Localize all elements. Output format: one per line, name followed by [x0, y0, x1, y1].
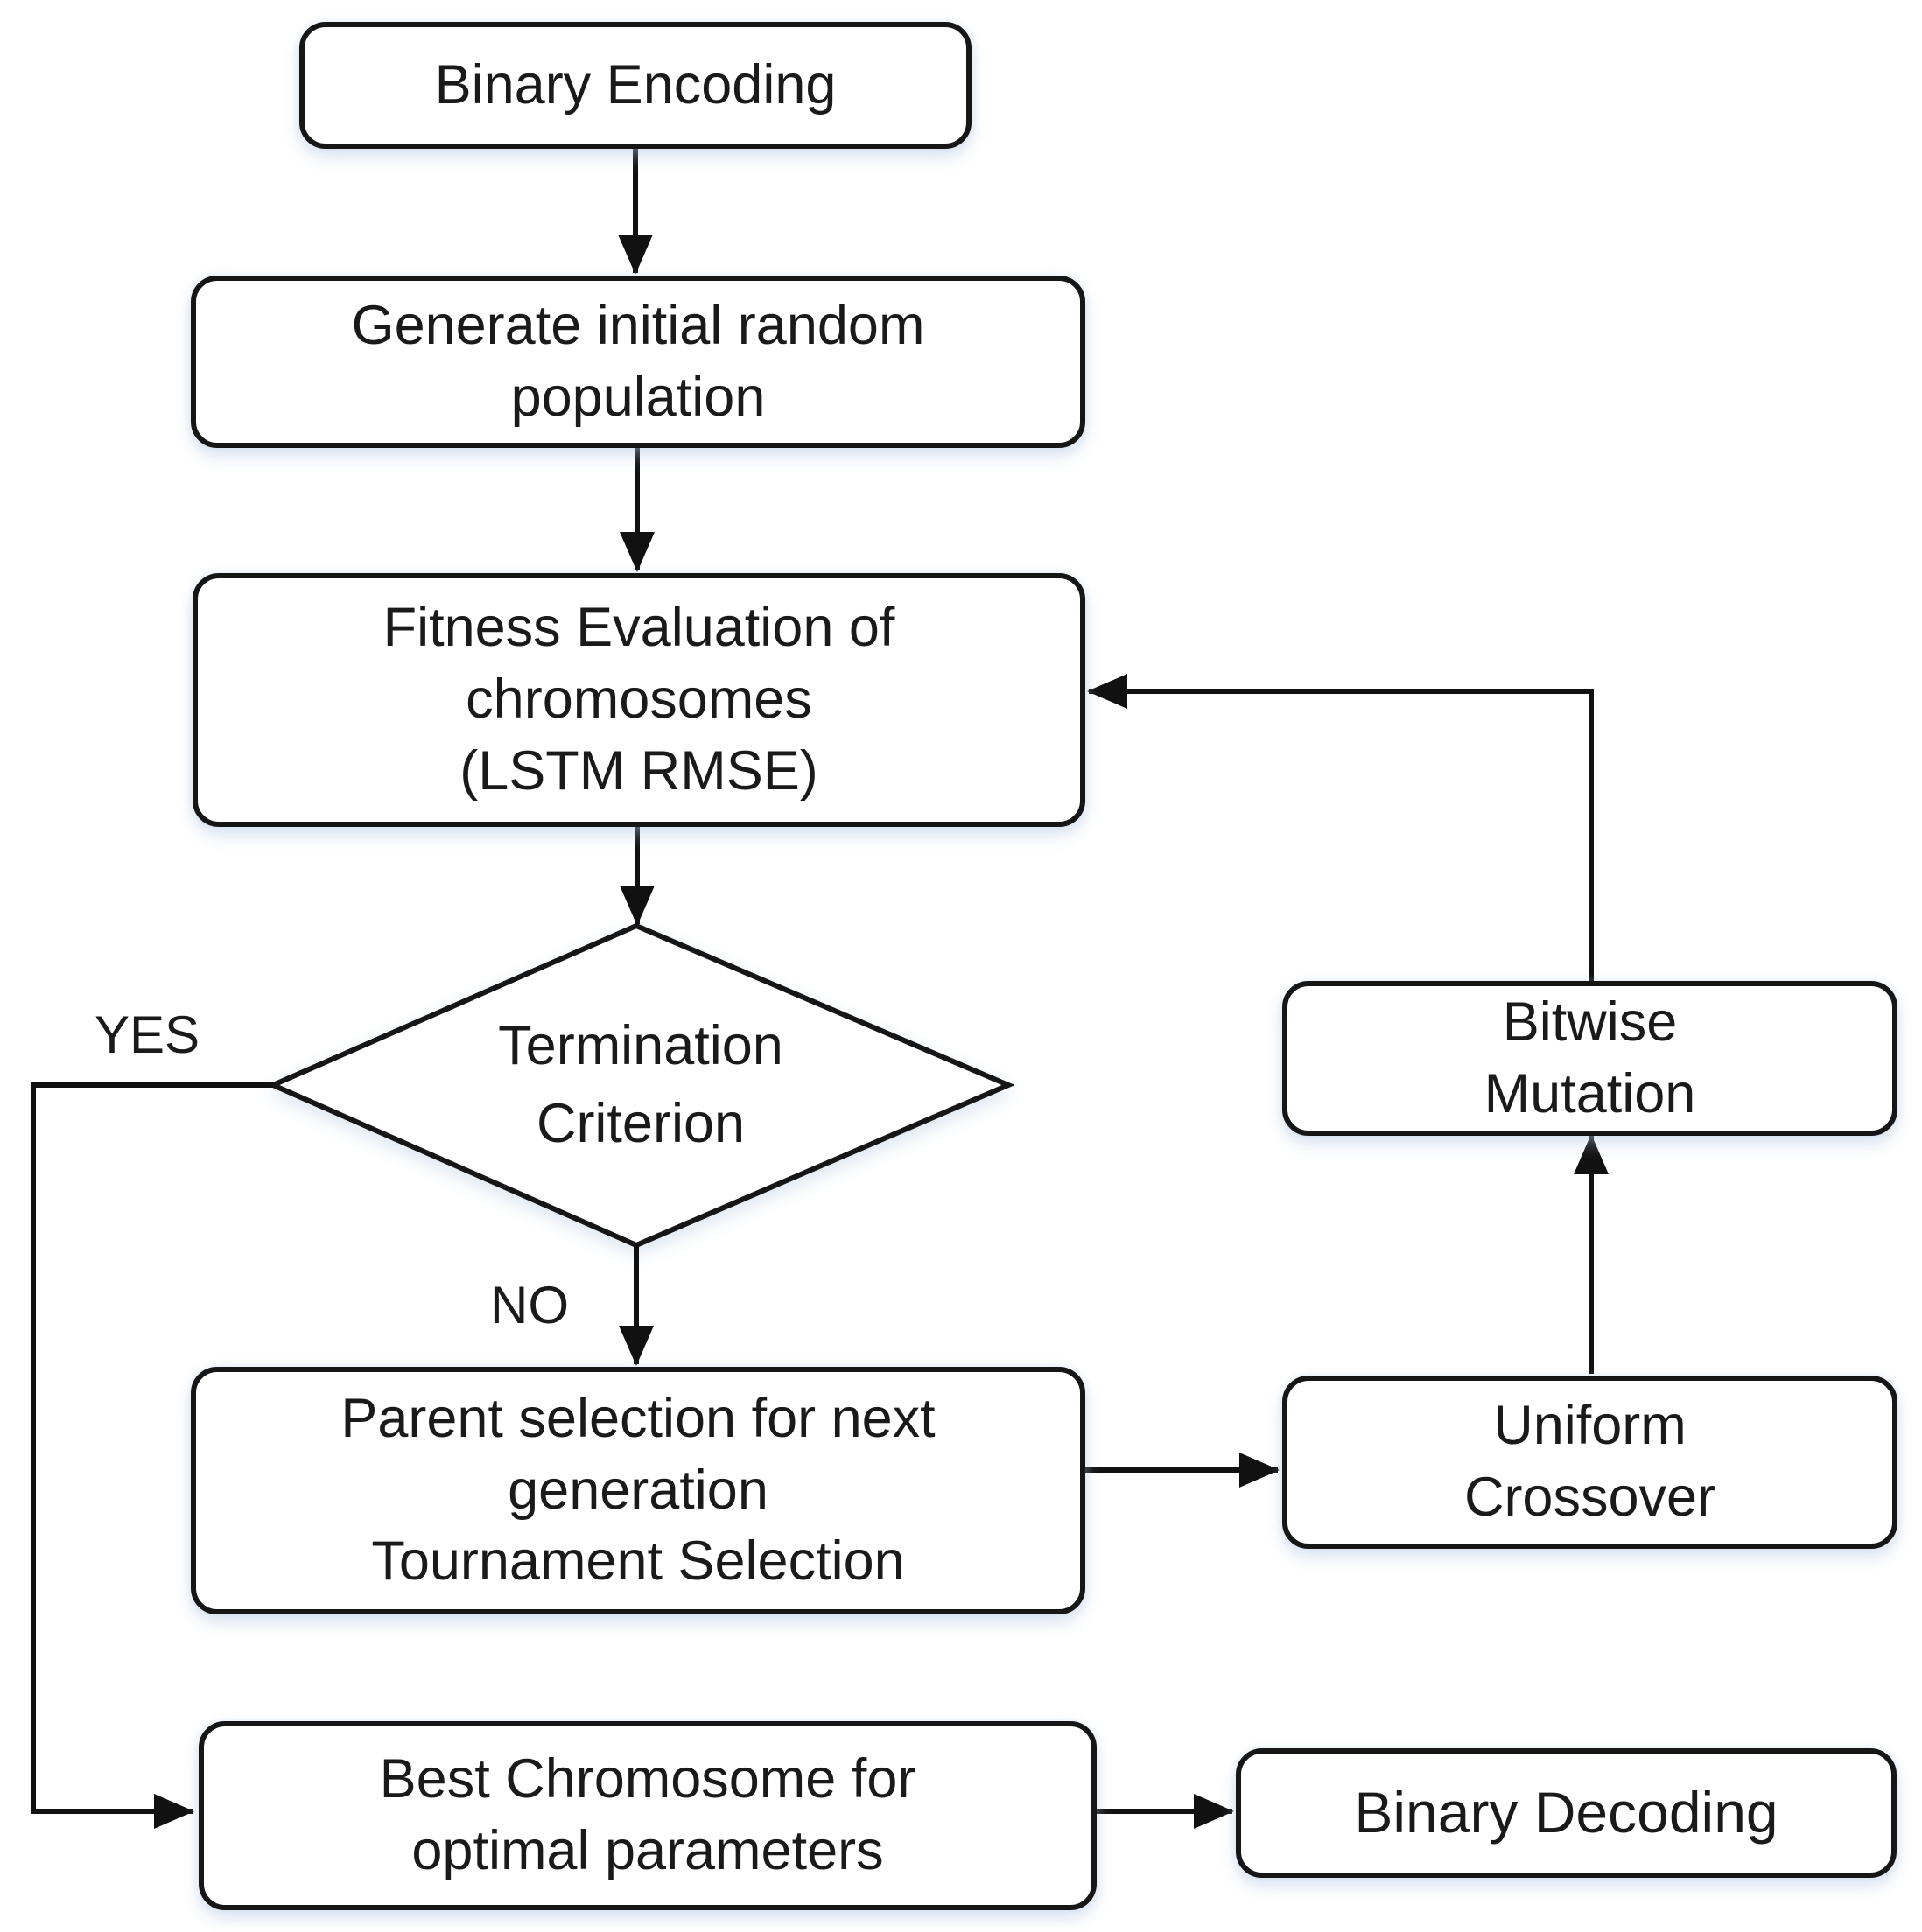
node-binary-decoding: Binary Decoding: [1236, 1748, 1897, 1878]
edge-mutation-to-fitness: [1087, 674, 1594, 981]
edge-termination-to-best-yes: [31, 1082, 273, 1829]
node-bitwise-mutation: Bitwise Mutation: [1282, 981, 1897, 1136]
edge-label-yes: YES: [95, 1005, 200, 1064]
node-binary-encoding: Binary Encoding: [299, 22, 972, 149]
node-fitness-evaluation: Fitness Evaluation of chromosomes (LSTM …: [193, 573, 1085, 827]
node-uniform-crossover: Uniform Crossover: [1282, 1376, 1897, 1549]
node-parent-selection: Parent selection for next generation Tou…: [191, 1367, 1085, 1614]
edge-label-no: NO: [490, 1276, 569, 1334]
node-termination-criterion: Termination Criterion: [498, 1014, 783, 1154]
node-best-chromosome: Best Chromosome for optimal parameters: [199, 1721, 1097, 1910]
node-generate-population: Generate initial random population: [191, 276, 1085, 448]
